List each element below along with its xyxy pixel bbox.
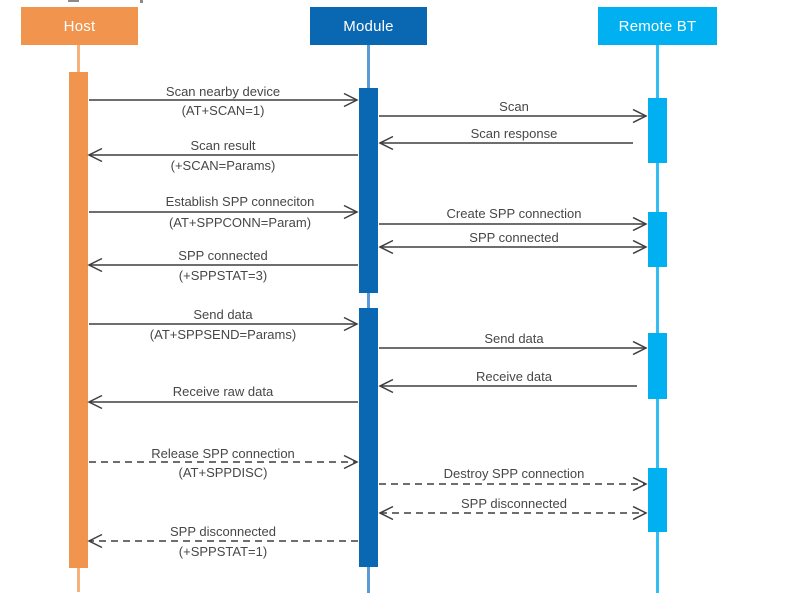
message-sublabel: (+SPPSTAT=3) [178,268,268,283]
clipped-text-fragment [68,0,79,2]
lifeline-remote-bt [656,163,659,212]
message-sublabel: (AT+SPPDISC) [178,465,268,480]
message-label: Scan nearby device [165,84,281,99]
message-label: Scan [499,99,529,114]
actor-label-remote-bt: Remote BT [618,17,697,35]
message-label: Receive raw data [172,384,274,399]
lifeline-host [77,45,80,72]
message-label: SPP connected [178,248,268,263]
message-label: SPP disconnected [461,496,567,511]
arrowhead-right-icon [632,216,648,232]
actor-box-module: Module [310,7,427,45]
message-sublabel: (AT+SPPSEND=Params) [149,327,297,342]
arrowhead-right-icon [632,108,648,124]
arrowhead-right-icon [632,476,648,492]
arrowhead-right-icon [632,505,648,521]
message-label: Scan response [470,126,558,141]
activation-bar-module-2 [359,308,378,567]
lifeline-module [367,567,370,593]
activation-bar-host [69,72,88,568]
lifeline-remote-bt [656,399,659,468]
lifeline-host [77,568,80,592]
message-label: Send data [193,307,253,322]
arrowhead-right-icon [632,239,648,255]
message-label: Send data [484,331,544,346]
message-sublabel: (AT+SCAN=1) [181,103,265,118]
arrowhead-right-icon [343,92,359,108]
arrowhead-left-icon [378,378,394,394]
message-label: SPP connected [469,230,559,245]
arrowhead-left-icon [87,257,103,273]
activation-bar-remote-3 [648,333,667,399]
arrowhead-right-icon [343,454,359,470]
message-sublabel: (AT+SPPCONN=Param) [168,215,312,230]
activation-bar-remote-2 [648,212,667,267]
clipped-text-fragment [140,0,143,3]
actor-box-remote-bt: Remote BT [598,7,717,45]
arrowhead-left-icon [87,533,103,549]
message-label: SPP disconnected [170,524,276,539]
activation-bar-module-1 [359,88,378,293]
arrowhead-right-icon [343,316,359,332]
message-sublabel: (+SPPSTAT=1) [178,544,268,559]
activation-bar-remote-1 [648,98,667,163]
message-label: Establish SPP conneciton [165,194,315,209]
message-label: Scan result [190,138,256,153]
arrowhead-left-icon [378,135,394,151]
message-label: Destroy SPP connection [443,466,585,481]
lifeline-remote-bt [656,45,659,98]
lifeline-remote-bt [656,532,659,593]
actor-label-host: Host [63,17,96,35]
message-sublabel: (+SCAN=Params) [170,158,276,173]
arrowhead-left-icon [87,394,103,410]
arrowhead-right-icon [632,340,648,356]
lifeline-module [367,45,370,88]
lifeline-remote-bt [656,267,659,333]
arrowhead-left-icon [378,239,394,255]
arrowhead-left-icon [378,505,394,521]
arrowhead-left-icon [87,147,103,163]
message-label: Release SPP connection [151,446,295,461]
message-label: Receive data [476,369,552,384]
actor-label-module: Module [343,17,394,35]
message-label: Create SPP connection [446,206,582,221]
lifeline-module [367,293,370,308]
activation-bar-remote-4 [648,468,667,532]
actor-box-host: Host [21,7,138,45]
